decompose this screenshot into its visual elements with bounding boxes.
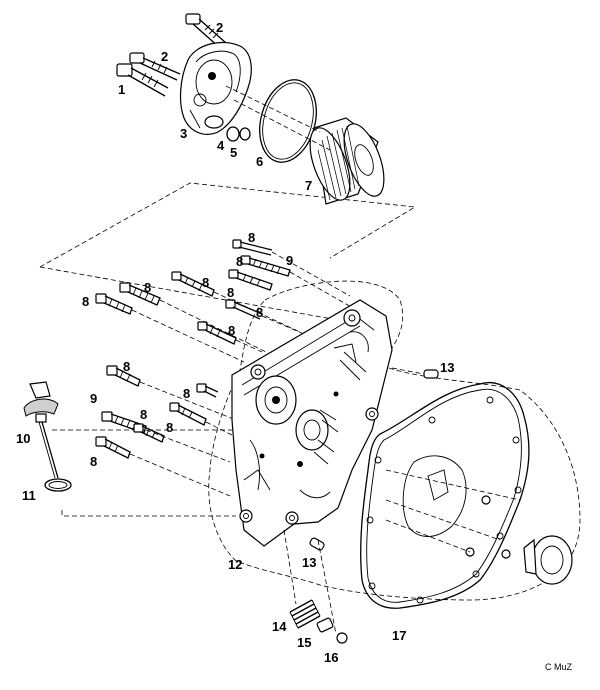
copyright-credit: C MuZ [545,662,573,672]
filter-cover-assembly [116,13,385,205]
callout-9-b: 9 [90,391,97,406]
callout-3: 3 [180,126,187,141]
callout-2-lower: 2 [161,49,168,64]
bolt-8-f [225,299,263,320]
bolt-8-e [95,293,133,315]
callout-8-g: 8 [256,305,263,320]
callout-8-f: 8 [227,285,234,300]
callout-8-d: 8 [144,280,151,295]
bolt-9-b [101,411,147,434]
bolt-8-d [119,282,161,306]
callout-1: 1 [118,82,125,97]
callout-7: 7 [305,178,312,193]
bolt-8-a [232,239,273,256]
filter-cover-3 [179,41,252,135]
housing-bolts [95,239,361,497]
callout-8-c: 8 [202,275,209,290]
o-ring-5 [239,127,251,141]
dowel-pin-13-upper [423,369,439,379]
bolt-8-j [169,402,207,426]
callout-16: 16 [324,650,338,665]
bolt-2-lower [129,52,181,81]
bolt-8-l [95,436,131,459]
callout-8-i: 8 [123,359,130,374]
seal-ring-11 [44,478,72,492]
cover-plug [523,535,573,585]
dipstick-10 [23,381,59,479]
callout-11: 11 [22,488,36,503]
callout-labels: 1 2 2 3 4 5 6 7 8 8 8 8 8 8 8 8 8 8 8 8 … [16,20,573,672]
callout-2-upper: 2 [216,20,223,35]
oil-filter-7 [309,117,385,205]
callout-8-j: 8 [183,386,190,401]
callout-4: 4 [217,138,225,153]
bolt-8-g [197,321,237,345]
bolt-8-i [196,383,219,398]
callout-6: 6 [256,154,263,169]
callout-8-e: 8 [82,294,89,309]
callout-8-b: 8 [236,254,243,269]
callout-8-k: 8 [140,407,147,422]
o-ring-4 [226,126,240,142]
callout-12: 12 [228,557,242,572]
bolt-8-h [106,365,141,387]
gear-housing-12 [231,299,393,547]
plug-16 [336,632,348,644]
callout-13-upper: 13 [440,360,454,375]
callout-8-m: 8 [90,454,97,469]
assembly-frame-lines [39,182,581,601]
bolt-8-c [171,271,215,297]
callout-5: 5 [230,145,237,160]
callout-10: 10 [16,431,30,446]
bolt-8-b [228,269,273,291]
callout-8-a: 8 [248,230,255,245]
callout-15: 15 [297,635,311,650]
callout-14: 14 [272,619,287,634]
dowel-pin-13-lower [309,537,325,551]
callout-8-l: 8 [166,420,173,435]
plunger-15 [316,617,334,633]
bolt-1 [116,63,169,97]
cover-gasket-17 [360,382,530,609]
bolt-9-a [240,255,291,277]
spring-14 [289,599,321,629]
callout-17: 17 [392,628,406,643]
callout-8-h: 8 [228,323,235,338]
callout-13-lower: 13 [302,555,316,570]
callout-9-a: 9 [286,253,293,268]
bolt-8-k [133,423,165,443]
